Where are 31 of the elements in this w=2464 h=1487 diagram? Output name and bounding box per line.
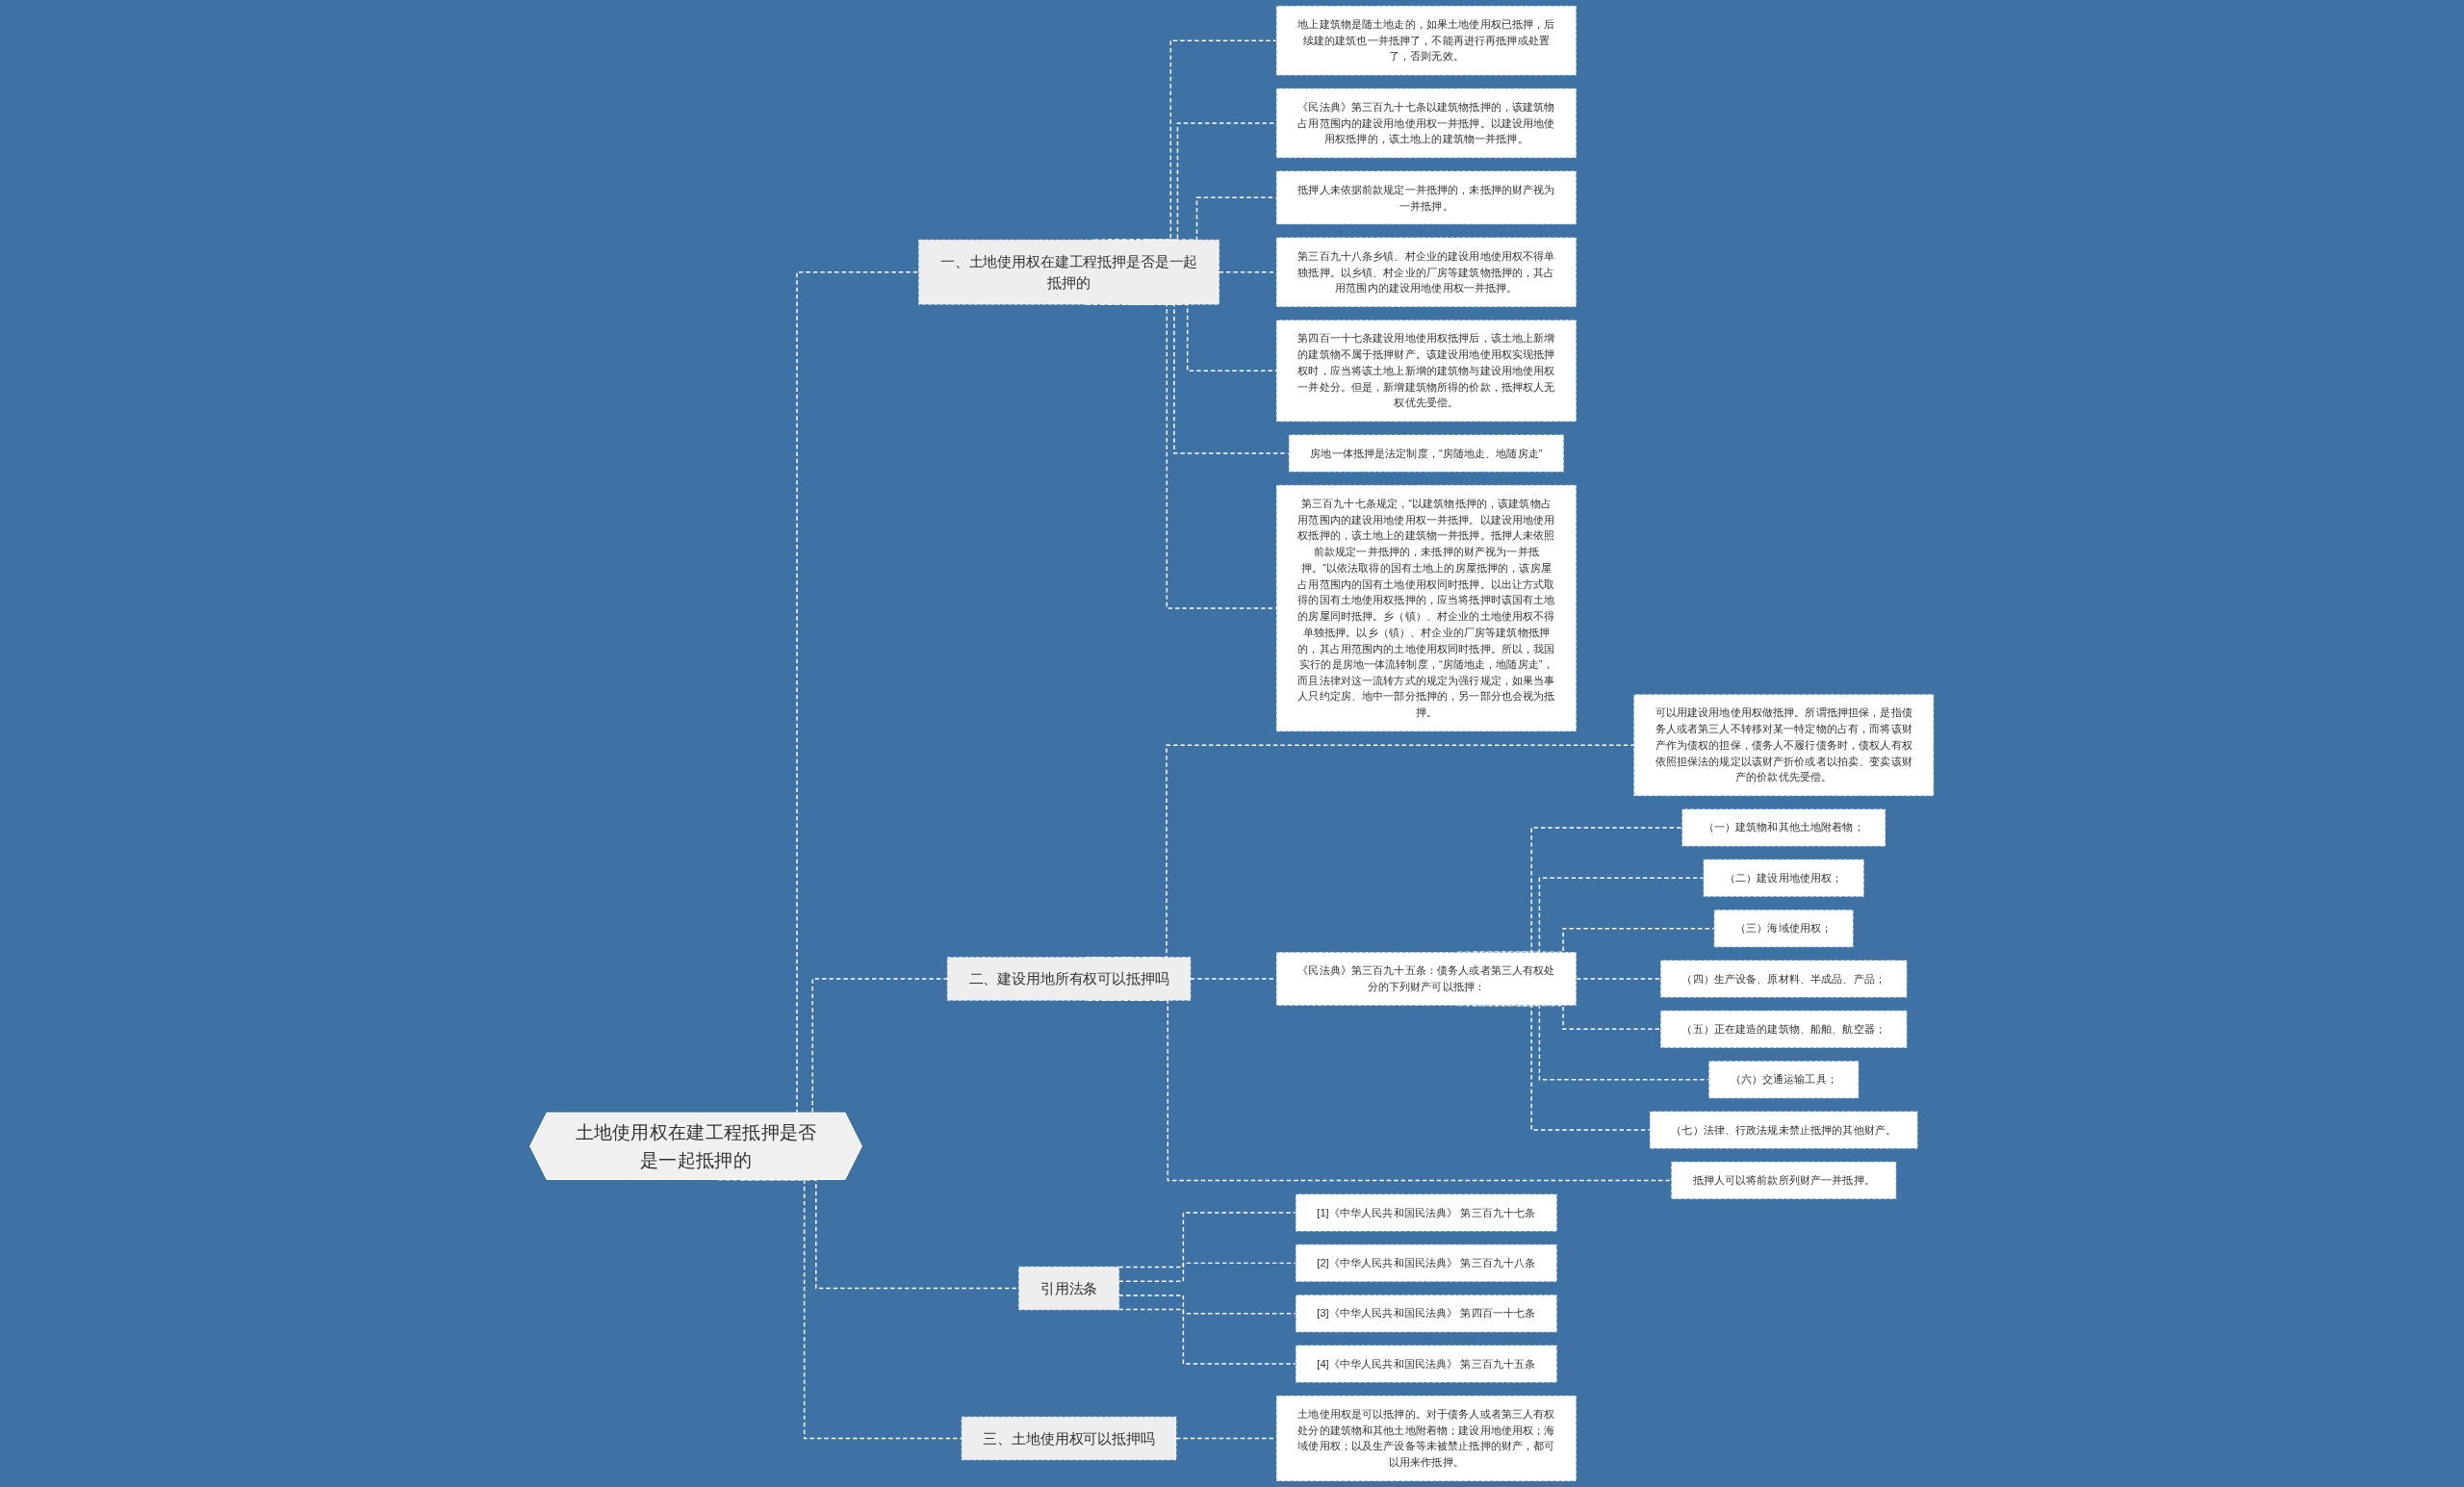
connector: [1576, 978, 1661, 980]
node-box: （五）正在建造的建筑物、船舶、航空器；: [1659, 1010, 1908, 1049]
node-box: 第三百九十七条规定，“以建筑物抵押的，该建筑物占用范围内的建设用地使用权一并抵押。以建设用地使用权抵押的，该土地上的建筑物一并抵押。抵押人未依照前款规定一并抵押的，未抵押的财产视为一并抵押。”以依法取得的国有土地上的房屋抵押的，该房屋占用范围内的国有土地使用权同时抵押。以出让方式取得的国有土地使用权抵押的，应当将抵押时该国有土地的房屋同时抵押。乡（镇）、村企业的土地使用权不得单独抵押。以乡（镇）、村企业的厂房等建筑物抵押的，其占用范围内的土地使用权同时抵押。所以，我国实行的是房地一体流转制度，“房随地走，地随房走”，而且法律对这一流转方式的规定为强行规定，如果当事人只约定房、地中一部分抵押的，另一部分也会视为抵押。: [1275, 484, 1578, 732]
node-box: 可以用建设用地使用权做抵押。所谓抵押担保，是指债务人或者第三人不转移对某一特定物的占有，而将该财产作为债权的担保，债务人不履行债务时，债权人有权依照担保法的规定以该财产折价或者以拍卖、变卖该财产的价款优先受偿。: [1632, 693, 1935, 797]
node-box: [4]《中华人民共和国民法典》 第三百九十五条: [1295, 1345, 1558, 1383]
node-box: 三、土地使用权可以抵押吗: [961, 1416, 1177, 1461]
node-box: 抵押人未依据前款规定一并抵押的，未抵押的财产视为一并抵押。: [1275, 170, 1578, 225]
node-box: 房地一体抵押是法定制度，“房随地走、地随房走”: [1288, 434, 1565, 473]
node-box: 第四百一十七条建设用地使用权抵押后，该土地上新增的建筑物不属于抵押财产。该建设用地使用权实现抵押权时，应当将该土地上新增的建筑物与建设用地使用权一并处分。但是，新增建筑物所得的价款，抵押权人无权优先受偿。: [1275, 319, 1578, 423]
node-box: （七）法律、行政法规未禁止抵押的其他财产。: [1649, 1111, 1918, 1149]
node-box: 第三百九十八条乡镇、村企业的建设用地使用权不得单独抵押。以乡镇、村企业的厂房等建筑物抵押的，其占用范围内的建设用地使用权一并抵押。: [1275, 237, 1578, 308]
node-box: （四）生产设备、原材料、半成品、产品；: [1659, 960, 1908, 998]
connector: [1117, 1295, 1296, 1315]
node-box: 地上建筑物是随土地走的，如果土地使用权已抵押，后续建的建筑也一并抵押了，不能再进行再抵押或处置了，否则无效。: [1275, 5, 1578, 76]
node-box: （二）建设用地使用权；: [1703, 859, 1865, 898]
node-box: 土地使用权是可以抵押的。对于债务人或者第三人有权处分的建筑物和其他土地附着物；建设用地使用权；海域使用权；以及生产设备等未被禁止抵押的财产，都可以用来作抵押。: [1275, 1395, 1578, 1482]
node-box: [1]《中华人民共和国民法典》 第三百九十七条: [1295, 1193, 1558, 1232]
connector: [1117, 1262, 1296, 1282]
node-box: 引用法条: [1018, 1266, 1119, 1311]
connector: [1117, 1308, 1296, 1365]
node-box: [2]《中华人民共和国民法典》 第三百九十八条: [1295, 1243, 1558, 1283]
node-box: 抵押人可以将前款所列财产一并抵押。: [1670, 1161, 1897, 1200]
node-box: [3]《中华人民共和国民法典》 第四百一十七条: [1295, 1294, 1558, 1333]
node-box: （三）海域使用权；: [1713, 909, 1854, 948]
node-box: （六）交通运输工具；: [1707, 1060, 1860, 1099]
node-box: 一、土地使用权在建工程抵押是否是一起抵押的: [918, 239, 1219, 305]
node-box: 《民法典》第三百九十五条：债务人或者第三人有权处分的下列财产可以抵押：: [1275, 951, 1578, 1007]
node-box: 二、建设用地所有权可以抵押吗: [947, 957, 1192, 1001]
connector: [1117, 1212, 1296, 1269]
node-box: （一）建筑物和其他土地附着物；: [1681, 808, 1886, 847]
node-box: 《民法典》第三百九十七条以建筑物抵押的，该建筑物占用范围内的建设用地使用权一并抵押。以建设用地使用权抵押的，该土地上的建筑物一并抵押。: [1275, 88, 1578, 159]
